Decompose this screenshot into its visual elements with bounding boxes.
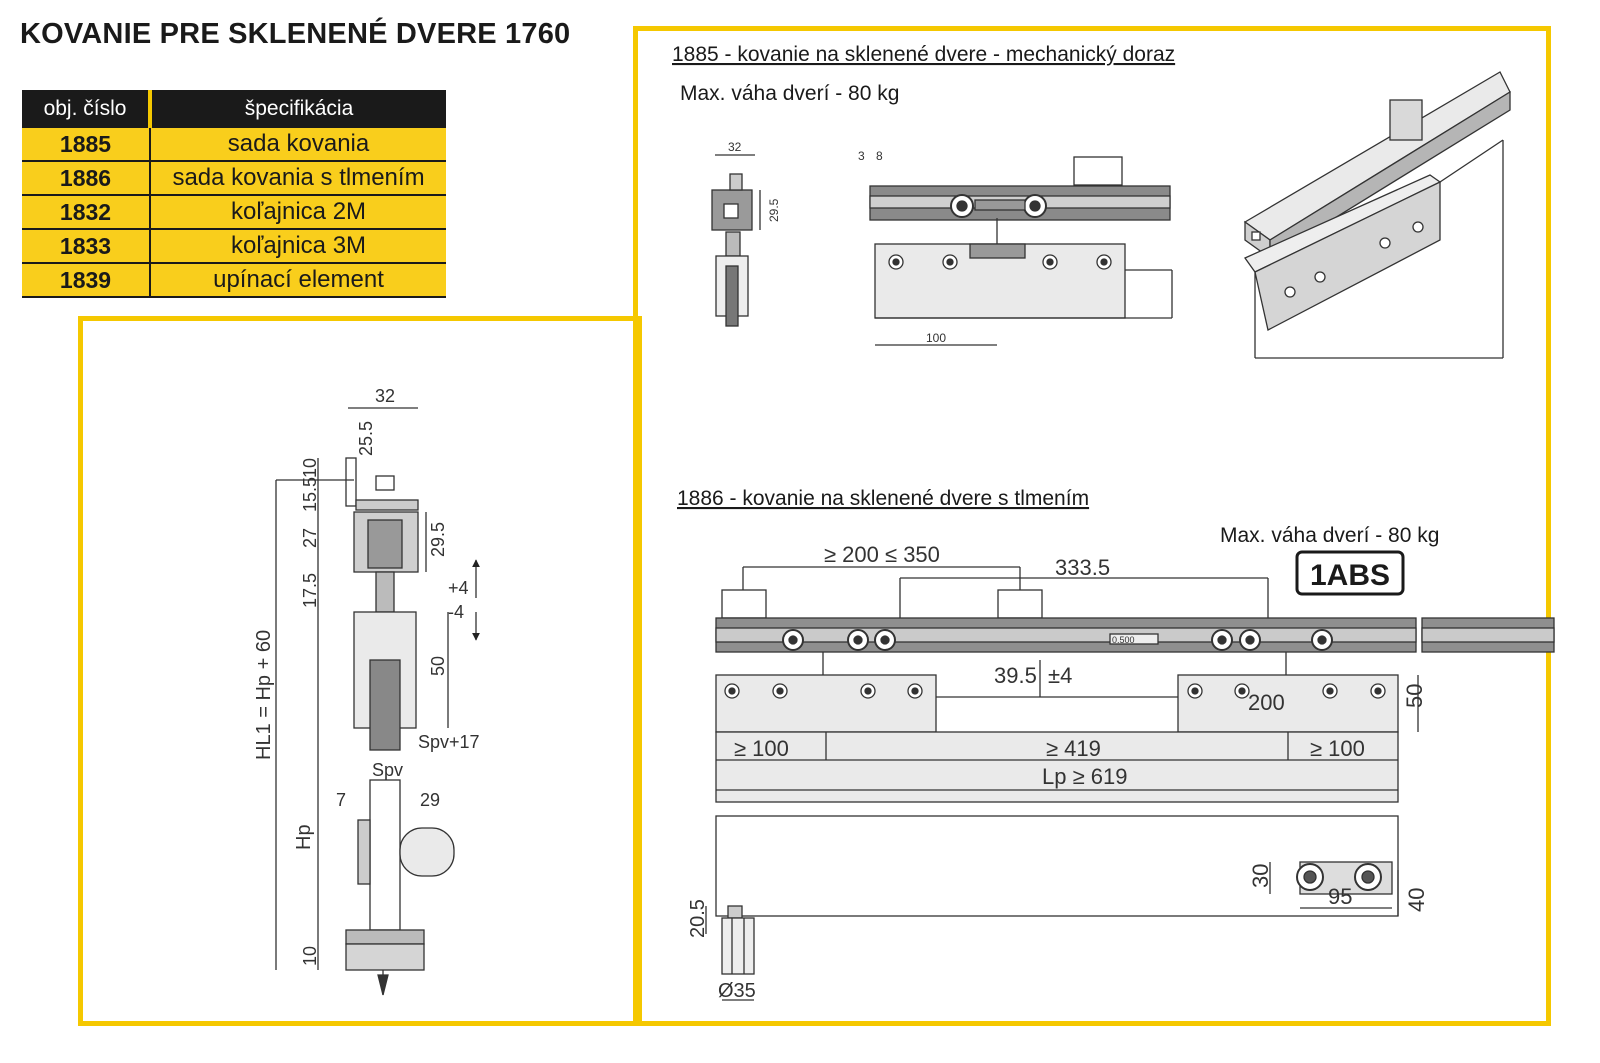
side-view-1885: 3 8 100 <box>858 149 1173 346</box>
dim-15-5: 15.5 <box>300 477 320 512</box>
row-code: 1833 <box>22 229 150 264</box>
row-spec: upínací element <box>149 263 446 298</box>
table-header-row: obj. číslo špecifikácia <box>22 90 446 128</box>
dim-29-5-left: 29.5 <box>428 522 448 557</box>
dim-200: 200 <box>1248 690 1285 715</box>
dim-7: 7 <box>336 790 346 810</box>
spec-table: obj. číslo špecifikácia 1885 sada kovani… <box>22 90 446 298</box>
frame-left <box>78 316 642 1026</box>
dim-range: ≥ 200 ≤ 350 <box>824 542 940 567</box>
row-spec: koľajnica 3M <box>149 229 446 264</box>
dim-30: 30 <box>1248 864 1273 888</box>
dim-10-bottom: 10 <box>300 946 320 966</box>
dim-hl1: HL1 = Hp + 60 <box>253 630 275 760</box>
section-1885: 1885 - kovanie na sklenené dvere - mecha… <box>672 43 1511 359</box>
dim-minus4: -4 <box>448 602 464 622</box>
row-code: 1885 <box>22 128 150 162</box>
dim-27: 27 <box>300 528 320 548</box>
inner-label: 0.500 <box>1112 635 1135 645</box>
row-spec: sada kovania <box>149 128 446 162</box>
frame-right <box>633 26 1551 1026</box>
row-spec: sada kovania s tlmením <box>149 161 446 196</box>
side-view-1886: ≥ 200 ≤ 350 333.5 0.500 <box>715 542 1555 803</box>
dim-pm4: ±4 <box>1048 663 1072 688</box>
dim-spv17: Spv+17 <box>418 732 480 752</box>
row-code: 1839 <box>22 263 150 298</box>
dim-lp: Lp ≥ 619 <box>1042 764 1127 789</box>
dim-39-5: 39.5 <box>994 663 1037 688</box>
table-row: 1885 sada kovania <box>22 128 446 162</box>
dim-dia35: Ø35 <box>718 980 756 1002</box>
dim-29: 29 <box>420 790 440 810</box>
dim-10-top: 10 <box>300 458 320 478</box>
table-row: 1886 sada kovania s tlmením <box>22 161 446 196</box>
dim-50-left: 50 <box>428 656 448 676</box>
dim-50: 50 <box>1402 684 1427 708</box>
row-spec: koľajnica 2M <box>149 195 446 230</box>
table-row: 1833 koľajnica 3M <box>22 229 446 264</box>
end-view-1885: 32 29.5 <box>711 140 781 327</box>
plan-view-1886: 30 95 40 20.5 Ø35 <box>687 815 1429 1002</box>
dim-25-5: 25.5 <box>356 421 376 456</box>
dim-29-5: 29.5 <box>767 198 781 222</box>
column-header-code: obj. číslo <box>22 90 152 128</box>
dim-40: 40 <box>1404 888 1429 912</box>
dim-min100-right: ≥ 100 <box>1310 736 1365 761</box>
section-1886-heading: 1886 - kovanie na sklenené dvere s tlmen… <box>677 487 1089 510</box>
section-1886-max-weight: Max. váha dverí - 80 kg <box>1220 524 1439 547</box>
section-1885-max-weight: Max. váha dverí - 80 kg <box>680 82 899 105</box>
section-left: 32 25.5 29.5 10 15.5 27 17.5 +4 -4 50 Sp… <box>253 386 480 996</box>
dim-min419: ≥ 419 <box>1046 736 1101 761</box>
dim-20-5: 20.5 <box>687 899 709 938</box>
dim-spv: Spv <box>372 760 403 780</box>
dim-333-5: 333.5 <box>1055 555 1110 580</box>
abs-badge: 1ABS <box>1310 559 1390 592</box>
dim-plus4: +4 <box>448 578 469 598</box>
section-1886: 1886 - kovanie na sklenené dvere s tlmen… <box>677 487 1555 1002</box>
column-header-spec: špecifikácia <box>150 90 446 128</box>
dim-min100-left: ≥ 100 <box>734 736 789 761</box>
dim-95: 95 <box>1328 884 1352 909</box>
dim-32-left: 32 <box>375 386 395 406</box>
perspective-view-1885 <box>1243 71 1511 359</box>
dim-17-5: 17.5 <box>300 573 320 608</box>
row-code: 1832 <box>22 195 150 230</box>
section-1885-heading: 1885 - kovanie na sklenené dvere - mecha… <box>672 43 1175 66</box>
abs-badge-box <box>1295 550 1405 596</box>
dim-100: 100 <box>926 331 946 345</box>
dim-hp: Hp <box>293 824 315 850</box>
page-title: KOVANIE PRE SKLENENÉ DVERE 1760 <box>20 18 571 50</box>
row-code: 1886 <box>22 161 150 196</box>
dim-3: 3 <box>858 149 865 163</box>
dim-8: 8 <box>876 149 883 163</box>
table-row: 1839 upínací element <box>22 263 446 298</box>
table-row: 1832 koľajnica 2M <box>22 195 446 230</box>
dim-32: 32 <box>728 140 742 154</box>
